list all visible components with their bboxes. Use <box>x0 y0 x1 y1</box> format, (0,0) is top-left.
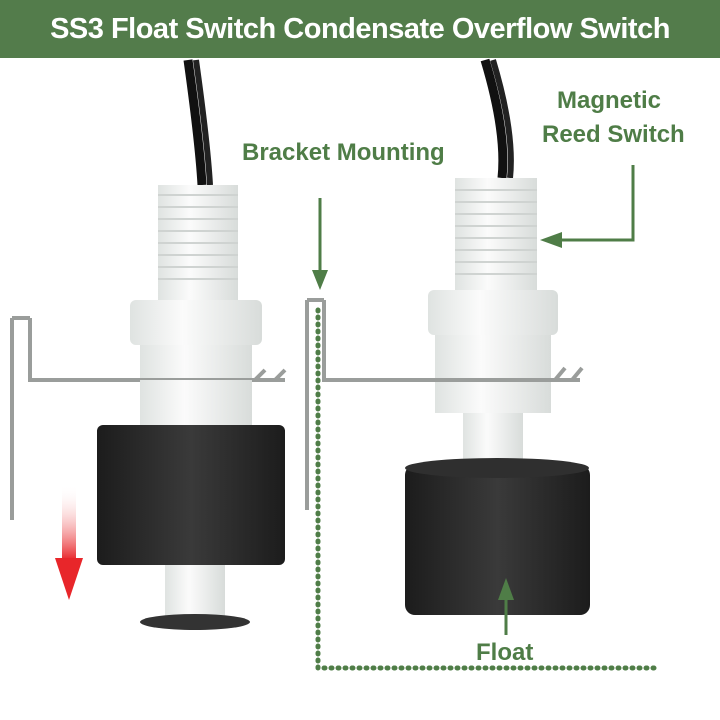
float-label: Float <box>476 639 534 666</box>
bracket-mounting-label: Bracket Mounting <box>242 139 445 166</box>
left-float-switch <box>10 59 287 630</box>
page-title: SS3 Float Switch Condensate Overflow Swi… <box>50 12 670 45</box>
reed-switch-label-line1: Magnetic <box>557 87 662 114</box>
reed-switch-label-line2: Reed Switch <box>542 121 685 148</box>
callout-arrows <box>312 165 635 635</box>
right-float-switch <box>305 58 590 615</box>
dotted-boundary <box>315 307 663 671</box>
title-banner: SS3 Float Switch Condensate Overflow Swi… <box>0 0 720 58</box>
